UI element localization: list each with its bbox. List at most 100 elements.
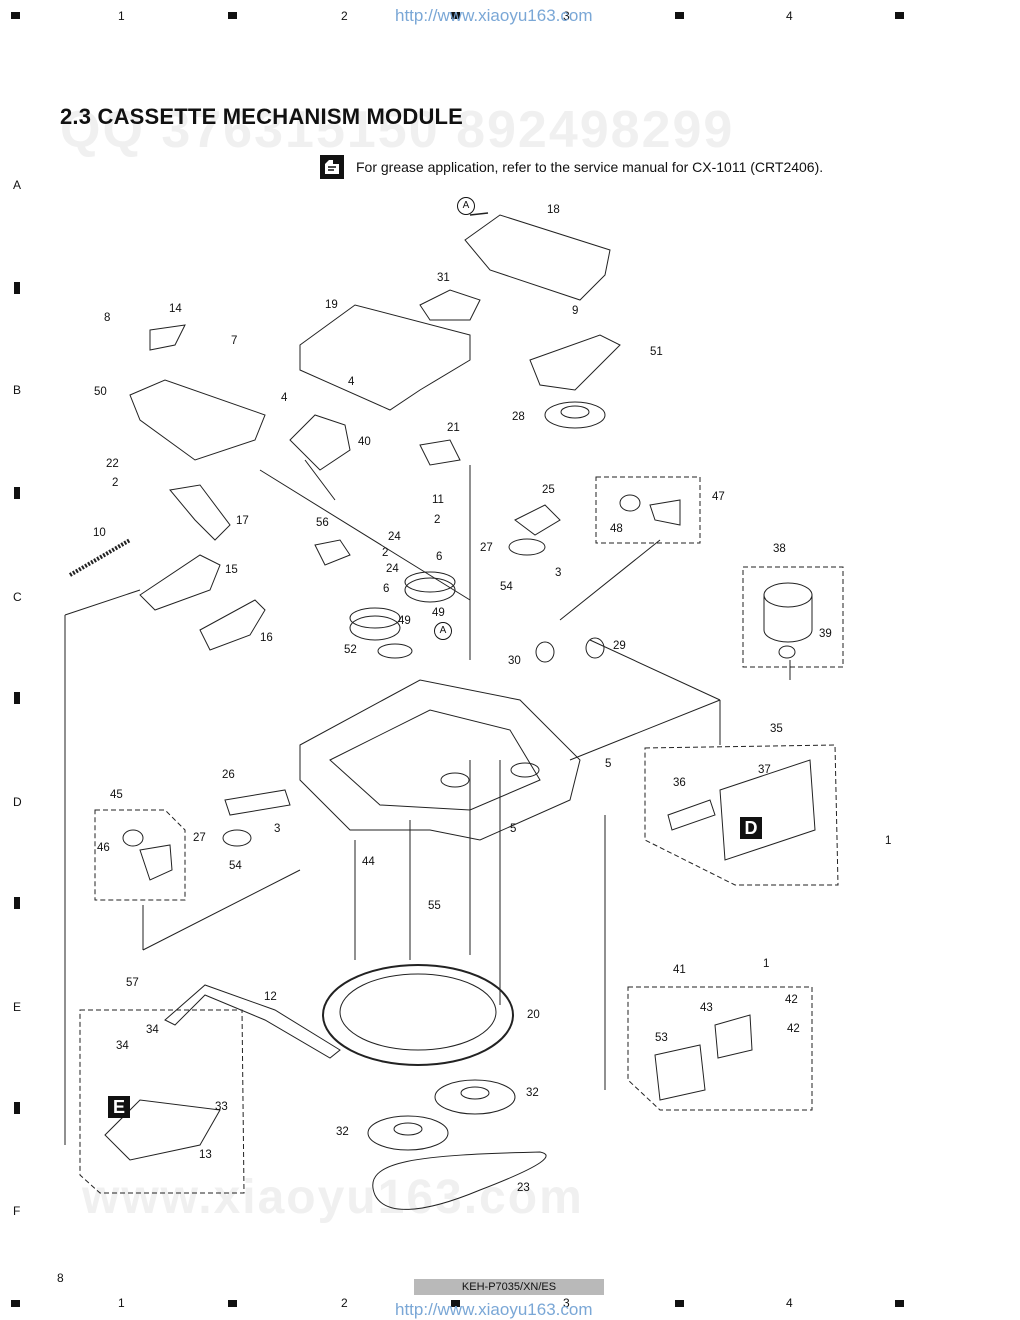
callout-25: 25 — [542, 484, 555, 496]
row-d: D — [13, 795, 22, 809]
callout-13: 13 — [199, 1149, 212, 1161]
callout-42-a: 42 — [785, 994, 798, 1006]
watermark-url-top[interactable]: http://www.xiaoyu163.com — [395, 6, 593, 25]
column-4-bottom: 4 — [786, 1296, 793, 1310]
callout-4-a: 4 — [348, 376, 355, 388]
callout-2-b: 2 — [434, 514, 441, 526]
callout-40: 40 — [358, 436, 371, 448]
callout-14: 14 — [169, 303, 182, 315]
row-e: E — [13, 1000, 22, 1014]
column-3-bottom: 3 — [563, 1296, 570, 1310]
part-28-gear — [544, 401, 606, 429]
part-40-shape — [289, 414, 351, 471]
part-43-bracket — [714, 1014, 753, 1059]
part-26-shape — [224, 789, 291, 816]
part-51-shape — [529, 334, 621, 391]
callout-7: 7 — [231, 335, 238, 347]
ghost-watermark-top: QQ 376315150 892498299 — [60, 101, 735, 159]
callout-3-b: 3 — [274, 823, 281, 835]
callout-34-b: 34 — [116, 1040, 129, 1052]
part-23-belt — [372, 1151, 547, 1210]
callout-48: 48 — [610, 523, 623, 535]
part-25-shape — [514, 504, 561, 536]
callout-44: 44 — [362, 856, 375, 868]
callout-21: 21 — [447, 422, 460, 434]
group-45-box — [94, 809, 186, 901]
column-3: 3 — [563, 9, 570, 23]
group-47-box — [595, 476, 701, 544]
callout-29: 29 — [613, 640, 626, 652]
section-badge-e: E — [108, 1096, 130, 1118]
callout-23: 23 — [517, 1182, 530, 1194]
callout-2-a: 2 — [112, 477, 119, 489]
part-30-gear — [535, 641, 555, 663]
main-chassis-shape — [299, 679, 581, 841]
part-38-motor — [763, 582, 813, 608]
part-31-shape — [419, 289, 481, 321]
callout-3-a: 3 — [555, 567, 562, 579]
callout-37: 37 — [758, 764, 771, 776]
section-badge-d: D — [740, 817, 762, 839]
callout-17: 17 — [236, 515, 249, 527]
callout-49-a: 49 — [432, 607, 445, 619]
part-49b-gear — [404, 577, 456, 603]
callout-54-a: 54 — [500, 581, 513, 593]
column-1-bottom: 1 — [118, 1296, 125, 1310]
callout-6-b: 6 — [383, 583, 390, 595]
callout-41: 41 — [673, 964, 686, 976]
callout-47: 47 — [712, 491, 725, 503]
callout-9: 9 — [572, 305, 579, 317]
callout-26: 26 — [222, 769, 235, 781]
callout-1-a: 1 — [885, 835, 892, 847]
part-52-gear — [377, 643, 413, 659]
callout-4-b: 4 — [281, 392, 288, 404]
callout-30: 30 — [508, 655, 521, 667]
callout-36: 36 — [673, 777, 686, 789]
page-number: 8 — [57, 1271, 64, 1285]
callout-24-b: 24 — [386, 563, 399, 575]
part-20-ring — [322, 964, 514, 1066]
callout-34-a: 34 — [146, 1024, 159, 1036]
part-33-board — [104, 1099, 221, 1161]
callout-33: 33 — [215, 1101, 228, 1113]
callout-5-a: 5 — [605, 758, 612, 770]
part-19-shape — [299, 304, 471, 411]
column-2: 2 — [341, 9, 348, 23]
part-15-shape — [139, 554, 221, 611]
callout-10: 10 — [93, 527, 106, 539]
callout-5-b: 5 — [510, 823, 517, 835]
callout-8: 8 — [104, 312, 111, 324]
callout-32-b: 32 — [336, 1126, 349, 1138]
row-c: C — [13, 590, 22, 604]
callout-38: 38 — [773, 543, 786, 555]
callout-54-b: 54 — [229, 860, 242, 872]
part-49a-gear — [349, 615, 401, 641]
callout-51: 51 — [650, 346, 663, 358]
part-29-gear — [585, 637, 605, 659]
column-1: 1 — [118, 9, 125, 23]
callout-18: 18 — [547, 204, 560, 216]
callout-35: 35 — [770, 723, 783, 735]
callout-43: 43 — [700, 1002, 713, 1014]
grease-note-text: For grease application, refer to the ser… — [356, 159, 824, 175]
part-32a-pulley — [434, 1079, 516, 1115]
ref-a-mid: A — [434, 622, 452, 640]
callout-19: 19 — [325, 299, 338, 311]
part-53-motor — [654, 1044, 706, 1101]
group-35-box — [644, 744, 839, 886]
callout-16: 16 — [260, 632, 273, 644]
group-38-box — [742, 566, 844, 668]
callout-56: 56 — [316, 517, 329, 529]
watermark-url-bottom[interactable]: http://www.xiaoyu163.com — [395, 1300, 593, 1319]
part-18-shape — [464, 214, 611, 301]
callout-2-c: 2 — [382, 547, 389, 559]
part-32b-pulley — [367, 1115, 449, 1151]
part-16-shape — [199, 599, 266, 651]
callout-11: 11 — [432, 494, 444, 506]
callout-27-a: 27 — [480, 542, 493, 554]
callout-28: 28 — [512, 411, 525, 423]
part-17-shape — [169, 484, 231, 541]
callout-1-b: 1 — [763, 958, 770, 970]
callout-39: 39 — [819, 628, 832, 640]
